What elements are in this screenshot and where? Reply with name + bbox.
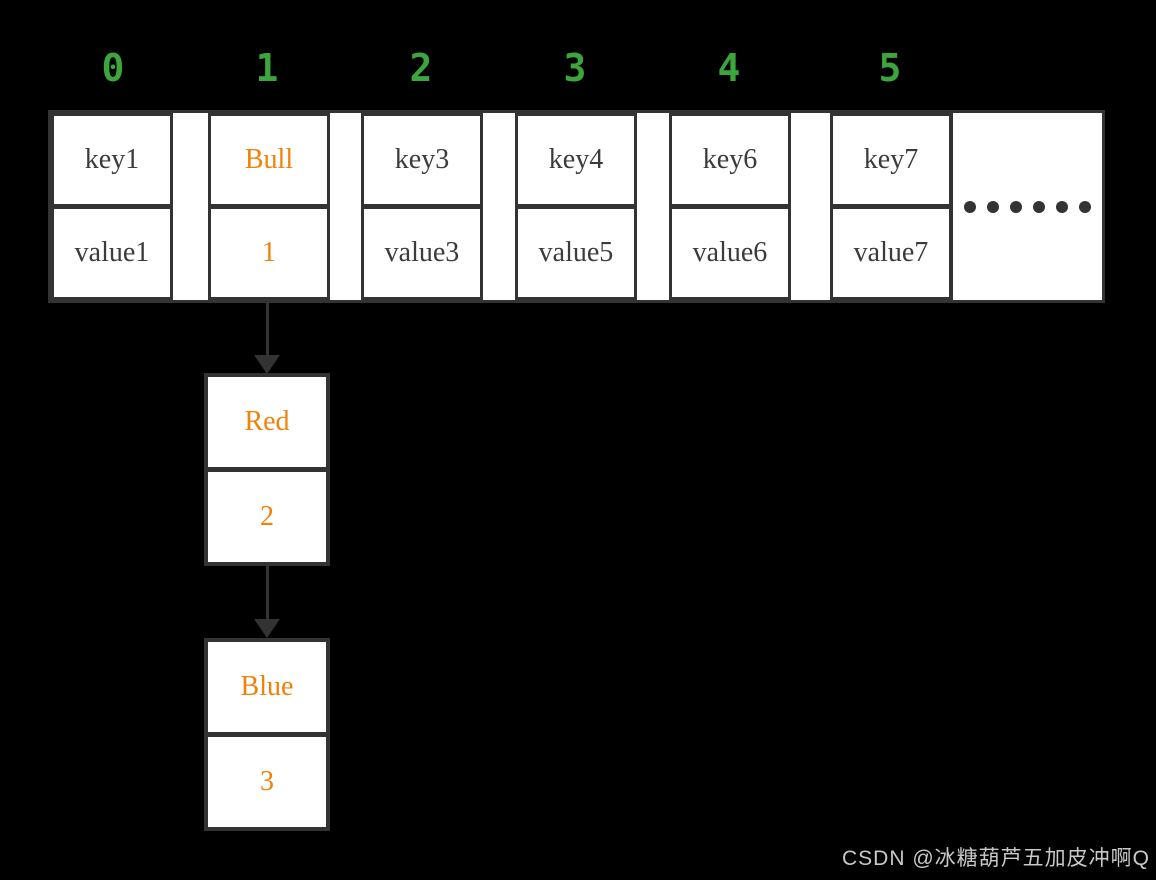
bucket-1-value: 1 [262,237,276,268]
bucket-array: key1 value1 Bull 1 key3 value3 key4 valu… [48,110,1105,303]
bucket-4: key6 value6 [669,113,791,300]
arrow-bucket1-to-red-icon [253,302,281,374]
bucket-index-5: 5 [878,46,902,90]
bucket-5: key7 value7 [830,113,952,300]
bucket-2-value: value3 [384,237,460,268]
divider [211,204,327,209]
chain-node-red: Red 2 [204,373,330,566]
ellipsis-dot [1033,200,1045,213]
chain-node-red-key: Red [244,406,290,437]
bucket-index-2: 2 [409,46,433,90]
chain-node-blue-key: Blue [240,671,294,702]
bucket-4-value: value6 [692,237,768,268]
bucket-2-key: key3 [394,144,450,175]
arrow-head-icon [254,355,280,374]
chain-node-blue-value: 3 [260,766,274,797]
bucket-0: key1 value1 [51,113,173,300]
arrow-red-to-blue-icon [253,564,281,638]
chain-node-blue: Blue 3 [204,638,330,831]
arrow-shaft [265,564,269,619]
ellipsis-dot [987,200,999,213]
bucket-index-3: 3 [563,46,587,90]
ellipsis-cell [950,113,1102,300]
divider [833,204,949,209]
bucket-index-1: 1 [255,46,279,90]
divider [518,204,634,209]
divider [54,204,170,209]
ellipsis-dot [1056,200,1068,213]
bucket-1-key: Bull [244,144,294,175]
bucket-0-value: value1 [74,237,150,268]
divider [364,204,480,209]
arrow-head-icon [254,619,280,638]
bucket-4-key: key6 [702,144,758,175]
bucket-3: key4 value5 [515,113,637,300]
divider [208,467,326,472]
divider [672,204,788,209]
bucket-0-key: key1 [84,144,140,175]
divider [208,732,326,737]
bucket-5-value: value7 [853,237,929,268]
bucket-1: Bull 1 [208,113,330,300]
watermark: CSDN @冰糖葫芦五加皮冲啊Q [842,847,1150,870]
bucket-index-4: 4 [717,46,741,90]
bucket-5-key: key7 [863,144,919,175]
bucket-3-key: key4 [548,144,604,175]
bucket-index-0: 0 [101,46,125,90]
chain-node-red-value: 2 [260,501,274,532]
ellipsis-dot [1010,200,1022,213]
bucket-3-value: value5 [538,237,614,268]
bucket-2: key3 value3 [361,113,483,300]
ellipsis-dot [964,200,976,213]
arrow-shaft [265,302,269,355]
ellipsis-dot [1079,200,1091,213]
